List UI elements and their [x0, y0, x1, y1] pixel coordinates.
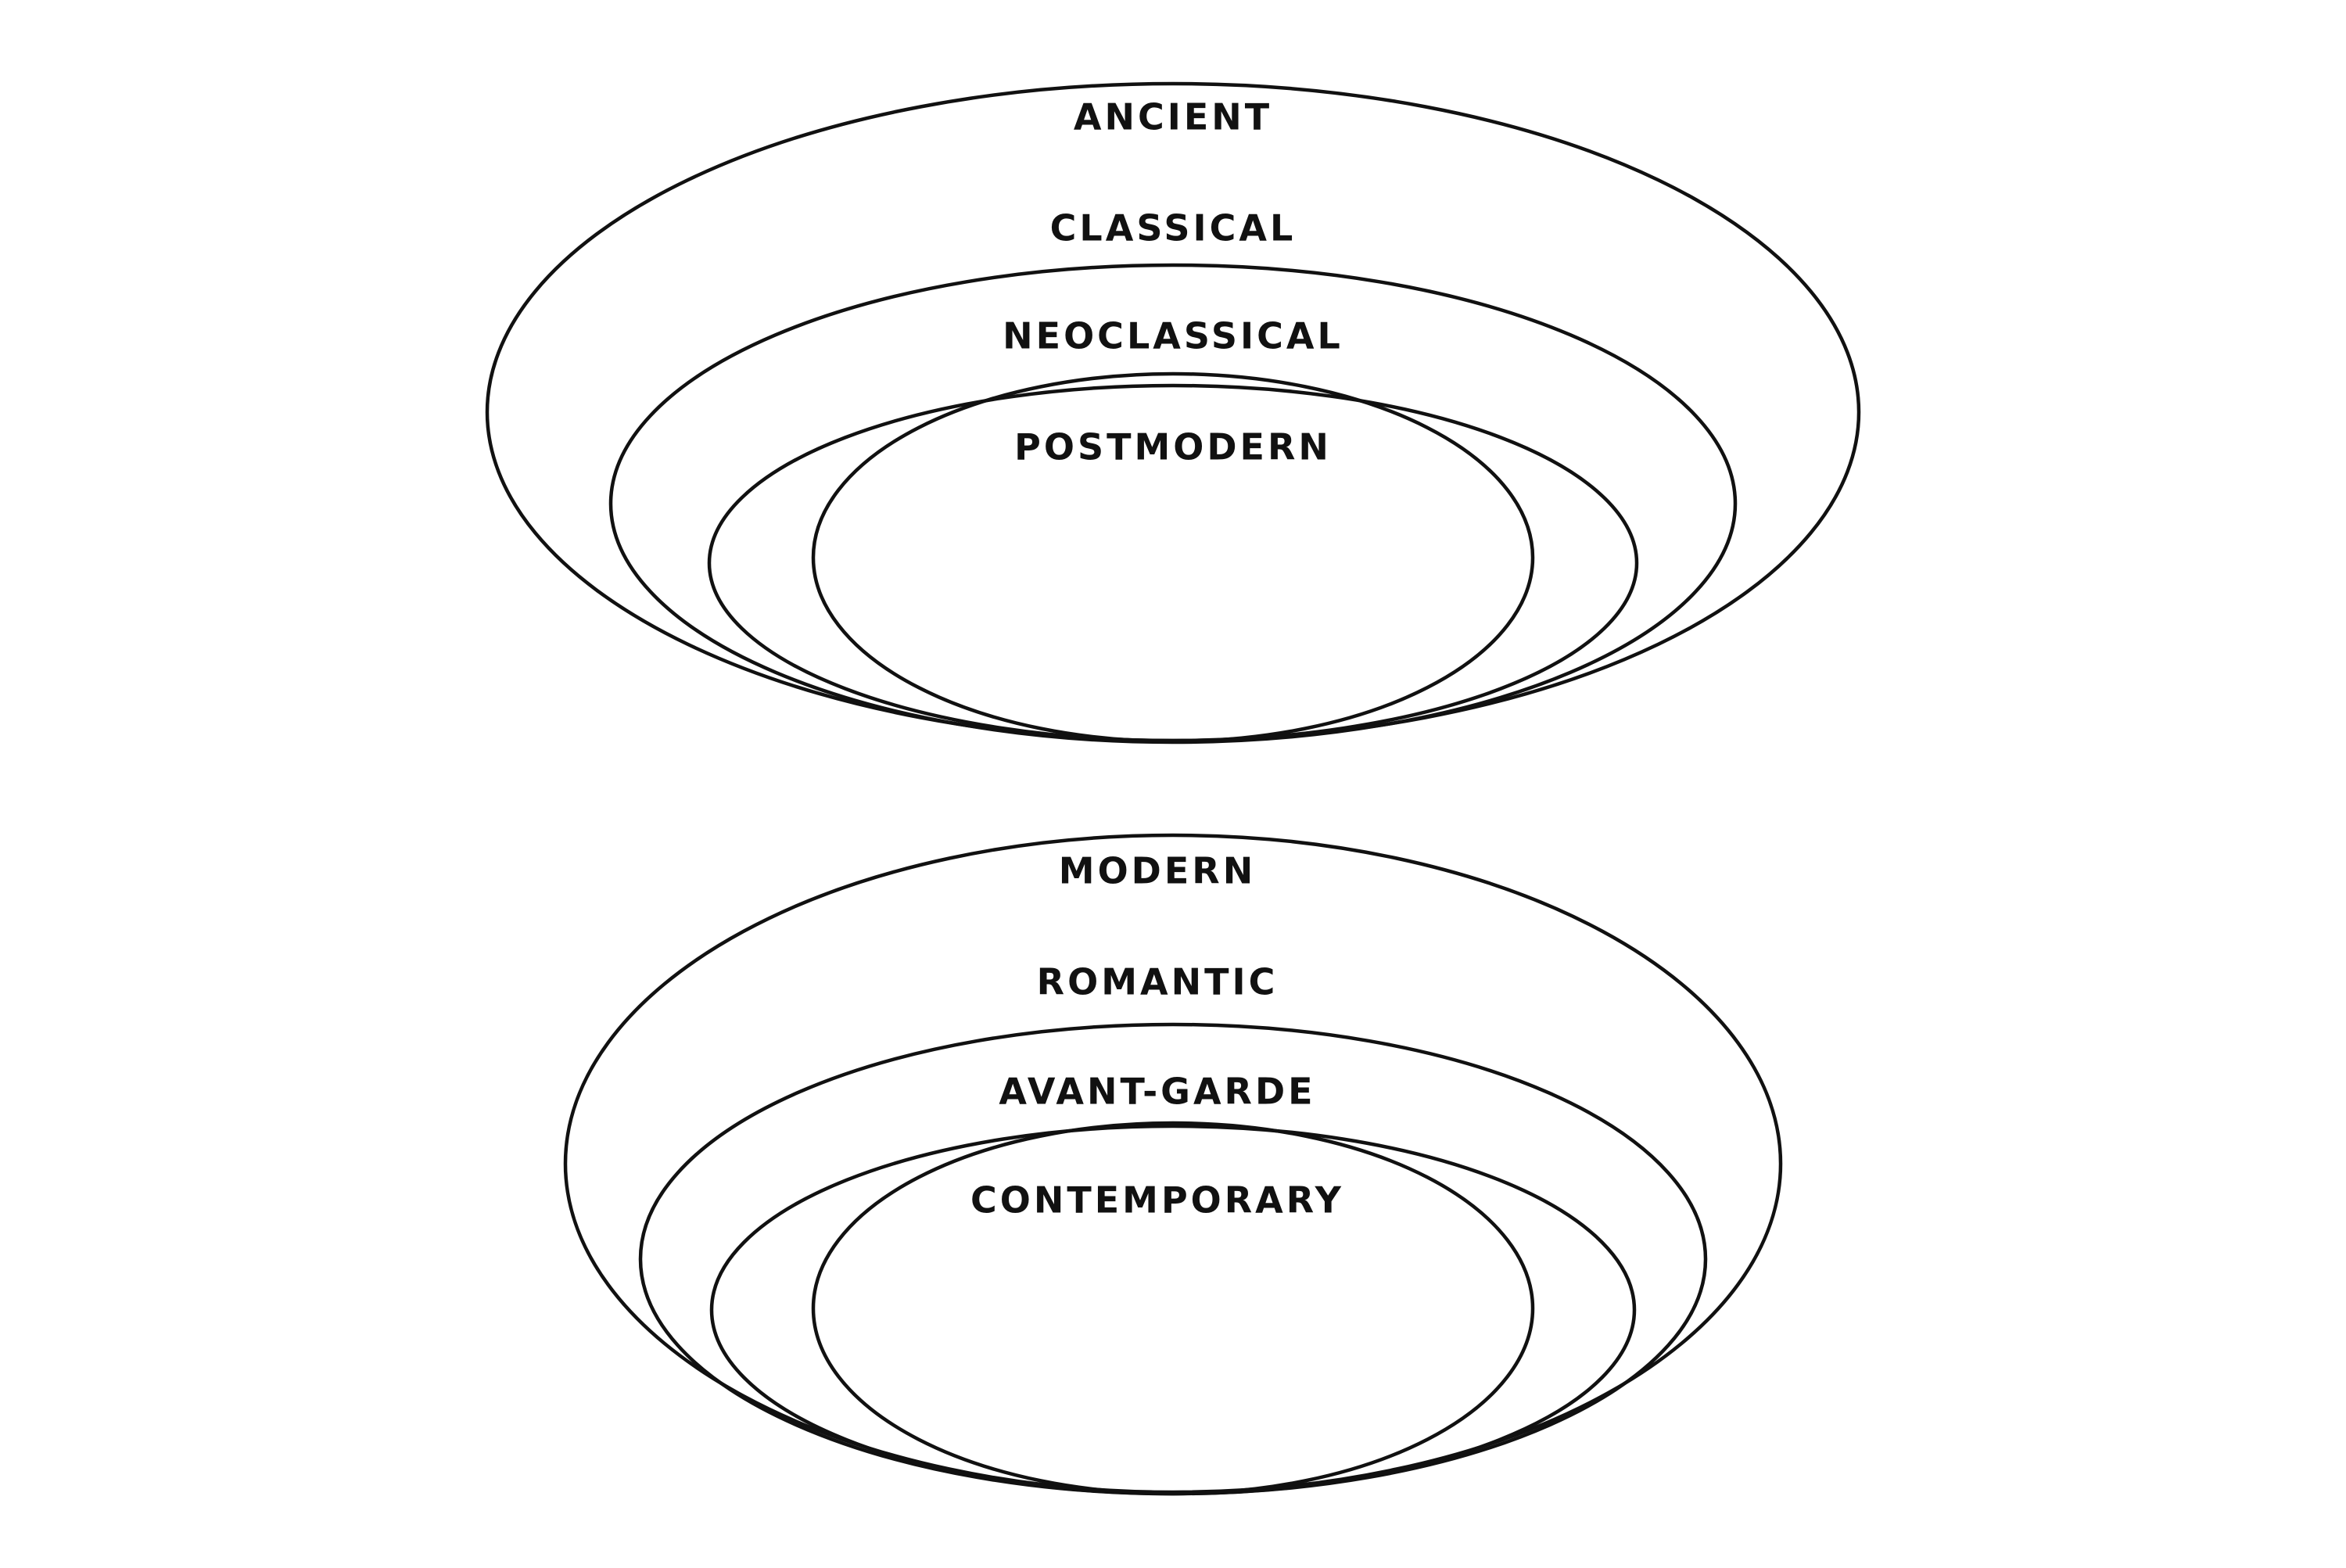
label-romantic: ROMANTIC — [1037, 961, 1279, 1003]
upper-ring-postmodern — [811, 371, 1535, 744]
label-ancient: ANCIENT — [1074, 96, 1272, 138]
label-modern: MODERN — [1059, 850, 1256, 892]
upper-ring-ancient — [485, 81, 1861, 743]
label-avant-garde: AVANT-GARDE — [999, 1071, 1315, 1113]
lower-ring-contemporary — [811, 1121, 1535, 1496]
label-classical: CLASSICAL — [1050, 207, 1297, 249]
upper-nested-diagram: ANCIENT CLASSICAL NEOCLASSICAL POSTMODER… — [485, 81, 1861, 745]
label-postmodern: POSTMODERN — [1014, 426, 1332, 468]
label-neoclassical: NEOCLASSICAL — [1003, 315, 1343, 357]
lower-ring-modern — [563, 833, 1783, 1494]
lower-nested-diagram: MODERN ROMANTIC AVANT-GARDE CONTEMPORARY — [563, 833, 1783, 1496]
label-contemporary: CONTEMPORARY — [970, 1179, 1344, 1222]
